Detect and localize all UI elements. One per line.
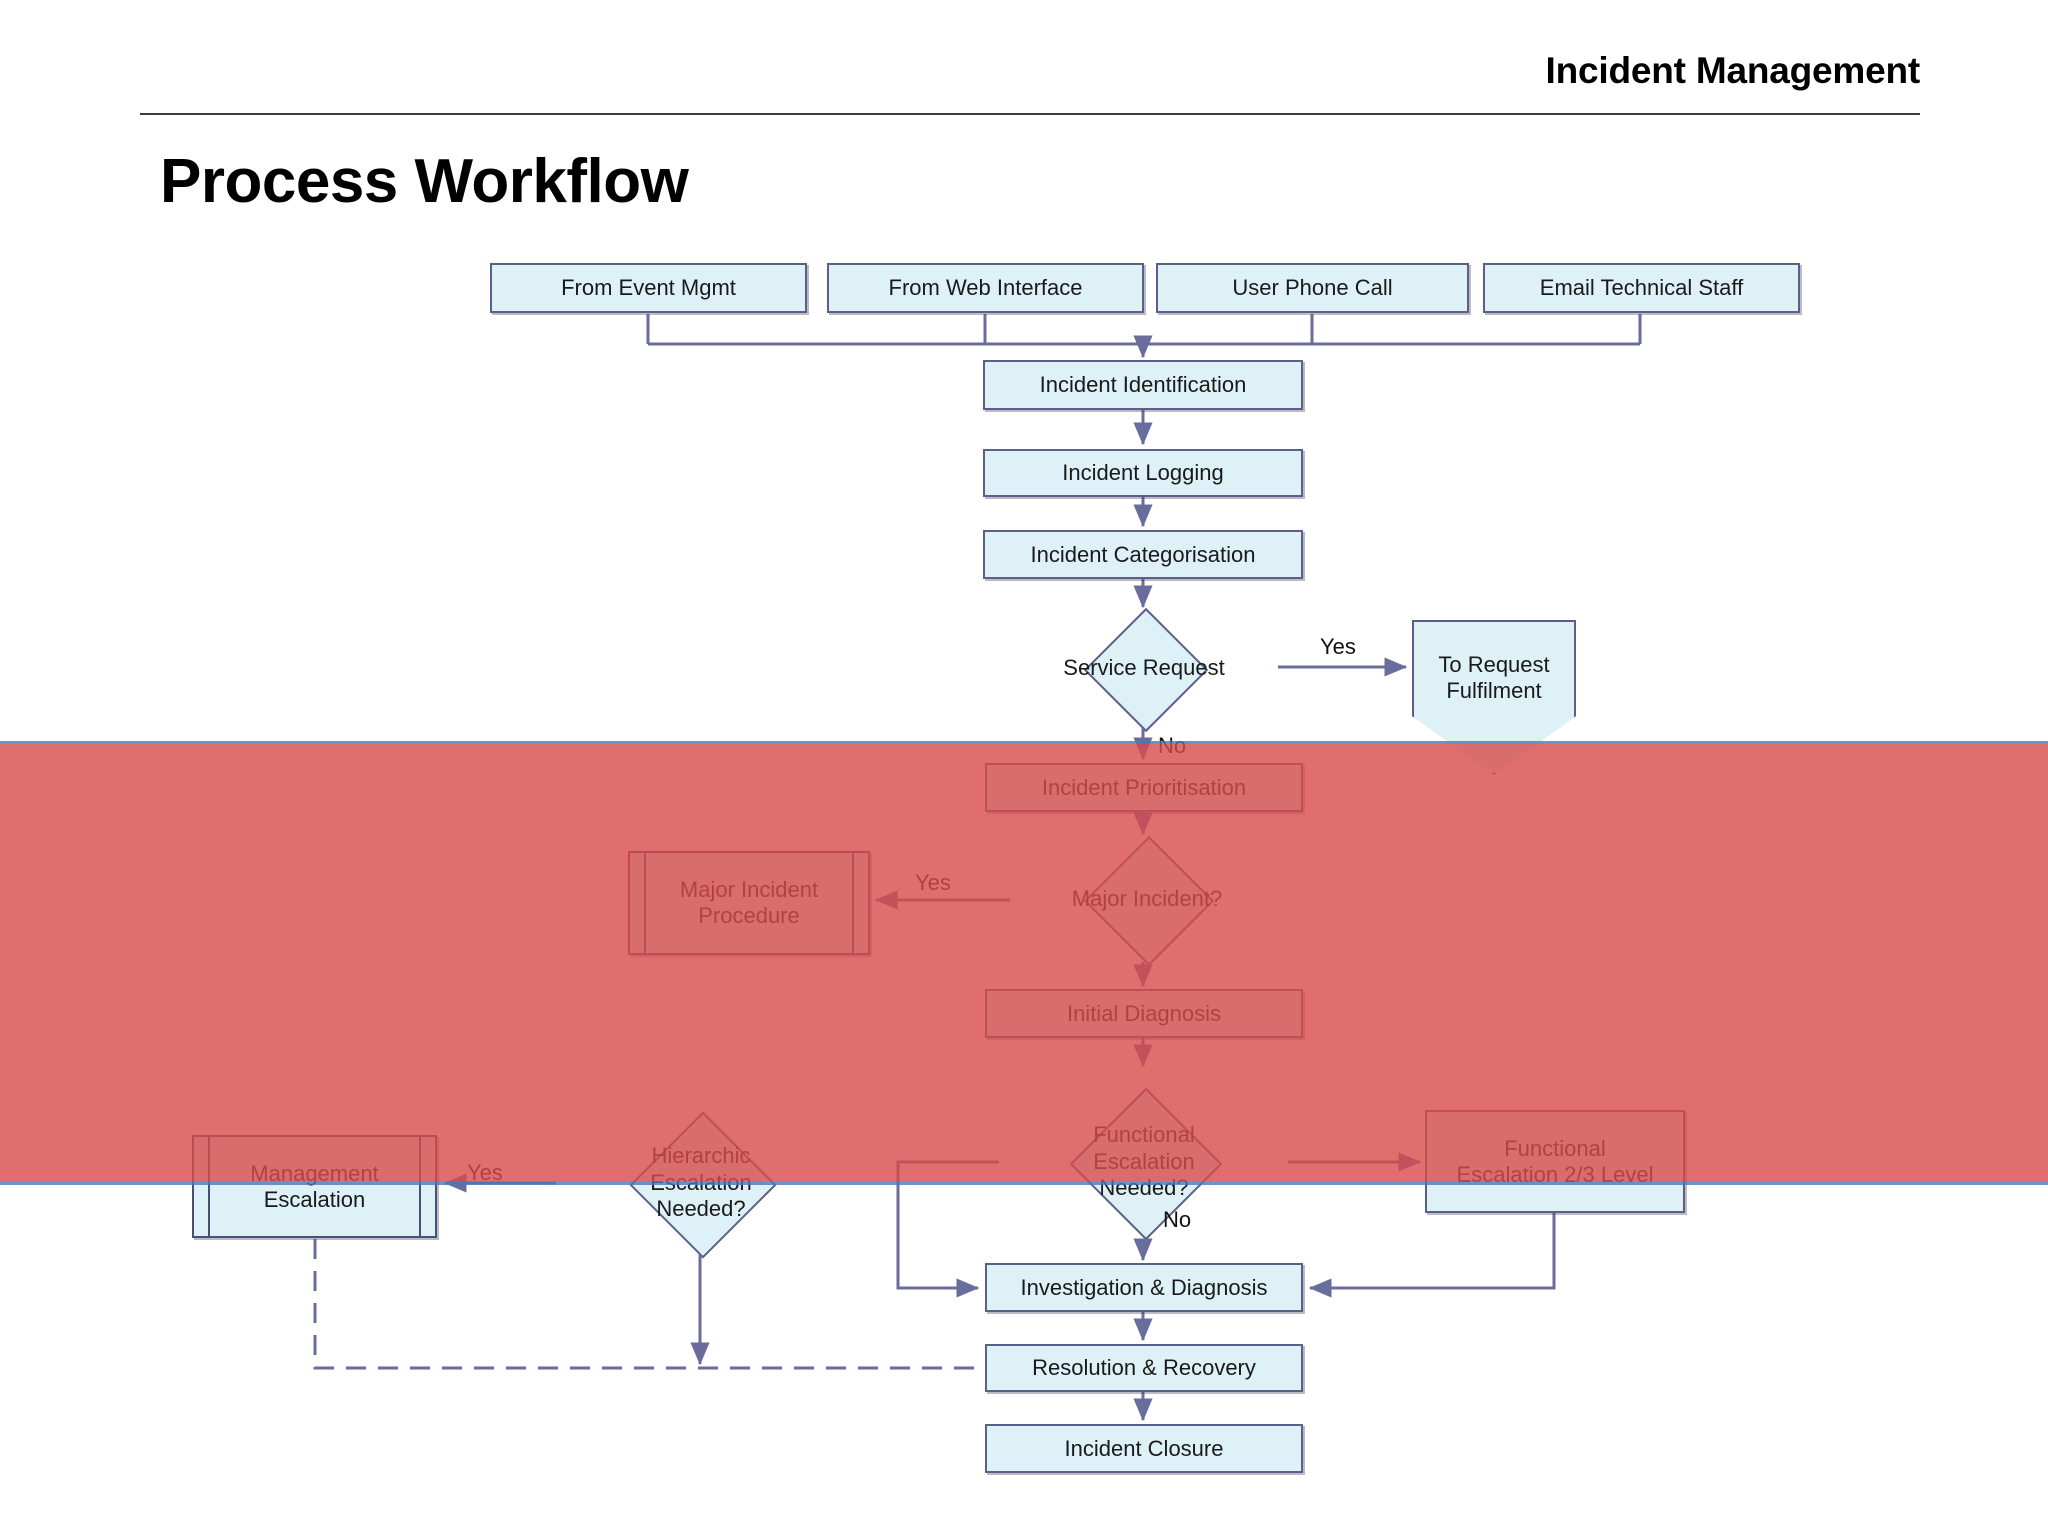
node-label: Resolution & Recovery (1032, 1355, 1256, 1381)
node-incident-categorisation[interactable]: Incident Categorisation (983, 530, 1303, 579)
node-label-line1: Functional (1504, 1135, 1606, 1161)
node-from-web-interface[interactable]: From Web Interface (827, 263, 1144, 313)
page-title: Process Workflow (160, 147, 689, 216)
offpage-label-wrap: To Request Fulfilment (1438, 652, 1549, 705)
node-label: Major Incident? (1071, 885, 1223, 911)
node-label-line1: Functional (1093, 1122, 1195, 1148)
node-label: Initial Diagnosis (1066, 1000, 1222, 1026)
predef-label-wrap: Management Escalation (250, 1161, 378, 1213)
node-email-technical-staff[interactable]: Email Technical Staff (1483, 263, 1800, 313)
edge-label-service-request-no: No (1158, 733, 1187, 758)
node-label: From Web Interface (888, 275, 1083, 301)
edge-label-functional-escalation-no: No (1163, 1207, 1192, 1232)
node-management-escalation[interactable]: Management Escalation (192, 1135, 437, 1238)
node-label-line2: Escalation (650, 1169, 752, 1195)
node-label: Email Technical Staff (1539, 275, 1744, 301)
node-label: From Event Mgmt (561, 275, 736, 301)
node-label-line2: Escalation (1093, 1148, 1195, 1174)
node-from-event-mgmt[interactable]: From Event Mgmt (490, 263, 807, 313)
node-label: Incident Categorisation (1030, 541, 1256, 567)
node-label: User Phone Call (1232, 275, 1393, 301)
node-label-wrap: Functional Escalation Needed? (1093, 1122, 1195, 1201)
node-functional-escalation-needed[interactable]: Functional Escalation Needed? (998, 1068, 1290, 1256)
node-label-line2: Procedure (698, 903, 800, 928)
header-divider (140, 113, 1920, 115)
node-investigation-diagnosis[interactable]: Investigation & Diagnosis (985, 1263, 1303, 1312)
node-label: Incident Prioritisation (1041, 774, 1247, 800)
node-functional-escalation-level[interactable]: Functional Escalation 2/3 Level (1425, 1110, 1685, 1213)
node-label-line3: Needed? (1099, 1175, 1189, 1201)
node-label-line3: Needed? (656, 1196, 746, 1222)
node-service-request[interactable]: Service Request (1000, 607, 1288, 733)
node-major-incident[interactable]: Major Incident? (1003, 835, 1291, 967)
node-major-incident-procedure[interactable]: Major Incident Procedure (628, 851, 870, 955)
node-label-line2: Fulfilment (1446, 678, 1542, 704)
node-incident-identification[interactable]: Incident Identification (983, 360, 1303, 410)
node-hierarchic-escalation-needed[interactable]: Hierarchic Escalation Needed? (556, 1110, 846, 1259)
node-initial-diagnosis[interactable]: Initial Diagnosis (985, 989, 1303, 1038)
node-resolution-recovery[interactable]: Resolution & Recovery (985, 1344, 1303, 1392)
node-label: Service Request (1063, 654, 1225, 680)
node-label: Incident Closure (1064, 1435, 1224, 1461)
node-label-line2: Escalation (263, 1186, 366, 1212)
node-label-line1: Hierarchic (651, 1143, 751, 1169)
page-header-title: Incident Management (1545, 50, 1921, 91)
predef-label-wrap: Major Incident Procedure (680, 877, 818, 929)
node-label-line1: Major Incident (679, 877, 819, 903)
node-label: Incident Identification (1039, 372, 1247, 398)
node-label-line2: Escalation 2/3 Level (1456, 1161, 1654, 1187)
node-incident-logging[interactable]: Incident Logging (983, 449, 1303, 497)
edge-label-service-request-yes: Yes (1320, 634, 1356, 659)
node-label-wrap: Functional Escalation 2/3 Level (1457, 1136, 1654, 1188)
node-user-phone-call[interactable]: User Phone Call (1156, 263, 1469, 313)
node-label-line1: Management (250, 1160, 379, 1186)
node-label: Incident Logging (1062, 460, 1224, 486)
node-label: Investigation & Diagnosis (1020, 1274, 1268, 1300)
node-incident-closure[interactable]: Incident Closure (985, 1424, 1303, 1473)
node-label-line1: To Request (1438, 652, 1550, 677)
node-incident-prioritisation[interactable]: Incident Prioritisation (985, 763, 1303, 812)
node-label-wrap: Hierarchic Escalation Needed? (650, 1143, 752, 1222)
edge-label-hierarchic-escalation-yes: Yes (467, 1160, 503, 1185)
edge-label-major-incident-yes: Yes (915, 870, 951, 895)
